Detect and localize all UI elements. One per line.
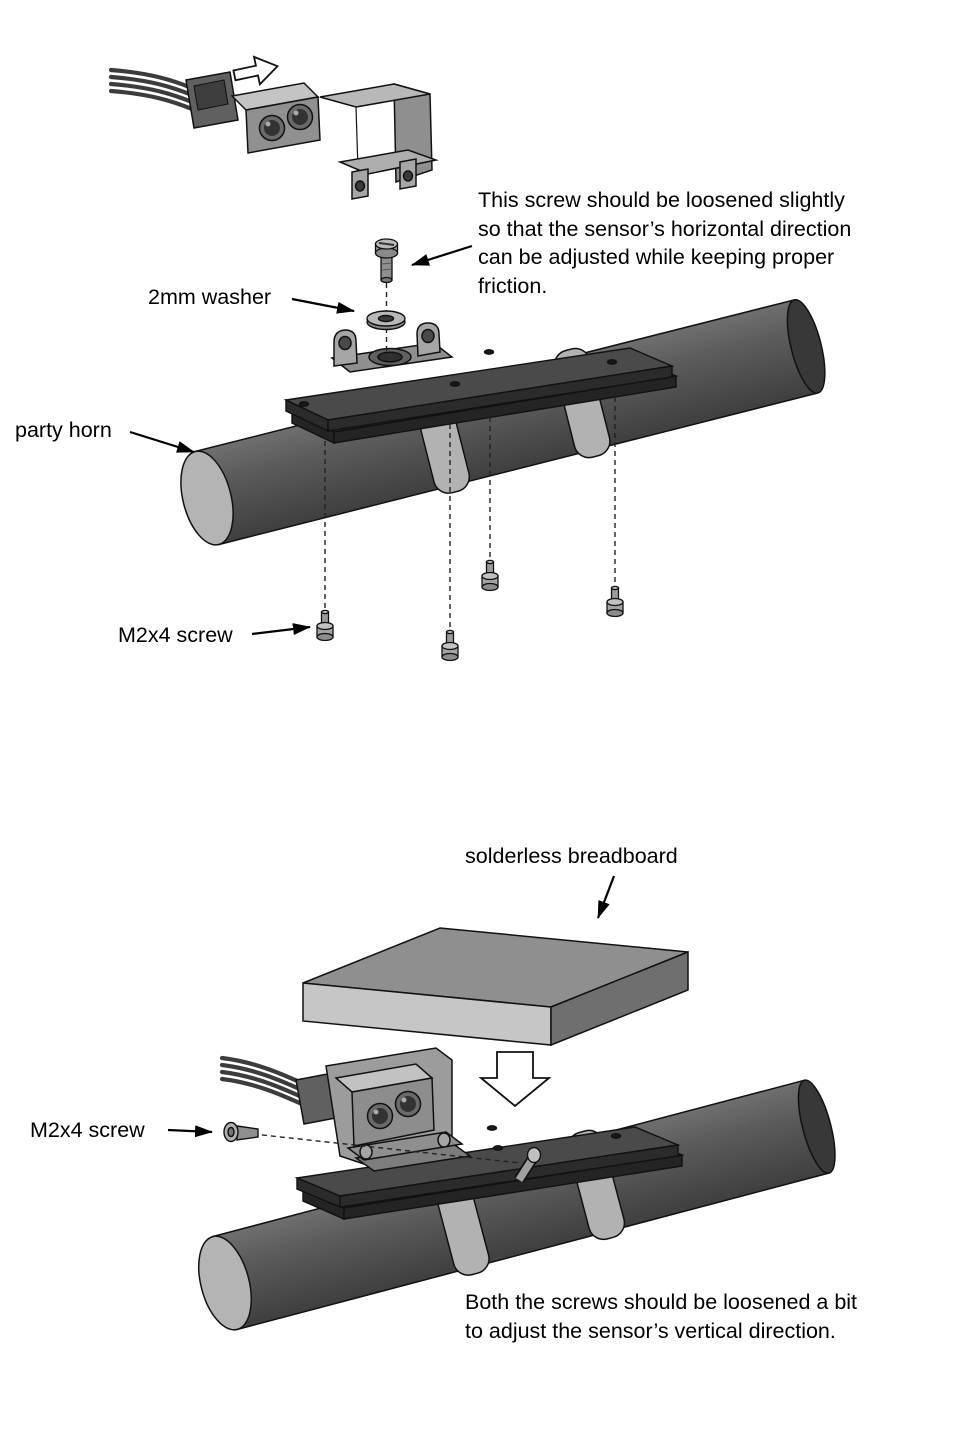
- tube-end-right: [786, 298, 826, 394]
- pointer-arrows: [129, 244, 616, 1138]
- tube-end-right: [797, 1079, 836, 1174]
- m2x4-screw: [481, 559, 499, 592]
- m2x4-screw: [441, 629, 459, 662]
- plate-hole: [486, 1125, 498, 1131]
- mounting-plate-top: [283, 347, 679, 445]
- sensor-lens-left: [258, 114, 286, 142]
- plate-hole: [449, 381, 461, 387]
- label-m2x4-screw-top: M2x4 screw: [118, 623, 233, 647]
- annotation-vertical-adjust: Both the screws should be loosened a bit…: [465, 1290, 858, 1343]
- screw-guide-lines: [324, 397, 616, 630]
- label-solderless-breadboard: solderless breadboard: [465, 844, 678, 868]
- bracket-ear-left: [351, 168, 369, 200]
- label-m2x4-screw-bottom: M2x4 screw: [30, 1118, 145, 1142]
- m2x4-screw: [606, 585, 624, 618]
- tube-end-cap: [198, 1235, 252, 1331]
- sensor-cable: [219, 1055, 307, 1108]
- m2x4-screw-bottom: [223, 1121, 259, 1143]
- party-horn-tube-top: [180, 298, 826, 546]
- plate-hole: [610, 1133, 622, 1139]
- plate-hole: [298, 401, 310, 407]
- arrow-to-friction-screw: [411, 244, 473, 267]
- hinge-bracket: [330, 322, 454, 373]
- sensor-holder-bracket: [319, 83, 439, 200]
- sensor-module-top: [108, 67, 321, 154]
- arrow-to-party-horn: [129, 430, 195, 454]
- arrow-to-m2x4-top: [251, 623, 311, 636]
- m2x4-screw: [316, 609, 334, 642]
- place-direction-arrow: [478, 1051, 552, 1108]
- plate-hole: [492, 1145, 504, 1151]
- cable-connector-face: [193, 79, 229, 111]
- plate-hole: [483, 349, 495, 355]
- hinge-axis-dashed: [243, 1132, 521, 1164]
- pivot-pin: [514, 1146, 542, 1183]
- m2x4-screws: [316, 559, 624, 662]
- hinge-knuckle: [437, 1132, 451, 1148]
- sensor-lens-right: [286, 103, 314, 131]
- sensor-module-bottom: [219, 1047, 472, 1172]
- hinge-mount: [346, 1131, 472, 1172]
- sensor-lens-right: [394, 1090, 422, 1118]
- breadboard-right-face: [550, 950, 689, 1047]
- annotation-horizontal-adjust: This screw should be loosened slightly s…: [478, 188, 852, 298]
- arrow-to-breadboard: [596, 875, 616, 919]
- label-party-horn: party horn: [15, 418, 112, 442]
- insert-direction-arrow: [232, 55, 280, 87]
- bracket-ear-right: [399, 158, 417, 190]
- washer: [366, 310, 406, 331]
- plate-hole: [606, 359, 618, 365]
- sensor-cable: [108, 67, 195, 112]
- arrow-to-washer: [291, 297, 355, 314]
- arrow-to-m2x4-bottom: [167, 1125, 213, 1138]
- friction-screw: [374, 238, 399, 284]
- breadboard: [302, 927, 689, 1047]
- label-2mm-washer: 2mm washer: [148, 285, 272, 309]
- hinge-knuckle: [359, 1144, 373, 1160]
- tube-end-cap: [180, 450, 234, 546]
- mounting-plate-bottom: [294, 1125, 685, 1221]
- sensor-lens-left: [366, 1102, 394, 1130]
